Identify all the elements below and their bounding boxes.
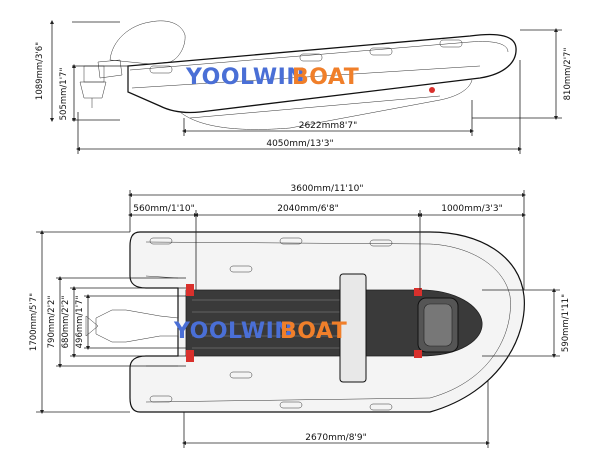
logo-part2: BOAT [292, 65, 359, 90]
brand-logo-side: YOOLWIN BOAT [185, 65, 359, 90]
inner-width-496-label: 496mm/1'7" [75, 296, 85, 349]
rear-section-label: 560mm/1'10" [133, 204, 195, 214]
side-view: YOOLWIN BOAT 1089mm/3'6" 505mm/1'7" 810m… [35, 20, 573, 154]
middle-section-label: 2040mm/6'8" [277, 204, 339, 214]
dim-transom-height: 505mm/1'7" [59, 64, 128, 122]
logo-top-part1: YOOLWIN [173, 319, 293, 344]
overall-length-label: 4050mm/13'3" [266, 139, 333, 149]
hull-side [127, 33, 517, 130]
overall-width-label: 1700mm/5'7" [29, 293, 39, 351]
logo-part1: YOOLWIN [185, 65, 305, 90]
dim-top-sections: 560mm/1'10" 2040mm/6'8" 1000mm/3'3" [128, 204, 526, 290]
inner-width-790-label: 790mm/2'2" [47, 296, 57, 349]
dim-top-bow-width: 590mm/1'11" [482, 288, 571, 358]
logo-top-part2: BOAT [280, 319, 347, 344]
dim-top-inner-widths: 790mm/2'2" 680mm/2'2" 496mm/1'7" [47, 276, 186, 368]
dim-top-overall-width: 1700mm/5'7" [29, 230, 130, 414]
floor-top-view [185, 273, 483, 383]
transom-height-label: 505mm/1'7" [59, 68, 69, 121]
front-section-label: 1000mm/3'3" [441, 204, 503, 214]
dim-overall-length: 4050mm/13'3" [76, 60, 522, 154]
tube-height-label: 810mm/2'7" [563, 48, 573, 101]
overall-height-label: 1089mm/3'6" [35, 42, 45, 100]
dim-tube-height: 810mm/2'7" [472, 28, 573, 120]
top-overall-length-label: 3600mm/11'10" [291, 184, 364, 194]
dim-top-floor-length: 2670mm/8'9" [182, 380, 490, 448]
hull-length-label: 2622mm8'7" [299, 121, 358, 131]
outboard-motor-side [79, 20, 186, 108]
inner-width-680-label: 680mm/2'2" [61, 296, 71, 349]
tube-handles [149, 237, 393, 411]
floor-length-label: 2670mm/8'9" [305, 433, 367, 443]
bow-width-label: 590mm/1'11" [561, 294, 571, 352]
dim-top-overall-length: 3600mm/11'10" [128, 184, 526, 290]
top-view: YOOLWIN BOAT 3600mm/11'10" 560mm/1'10" 2… [29, 184, 571, 448]
outboard-motor-top [85, 309, 179, 343]
brand-logo-top: YOOLWIN BOAT [173, 319, 347, 344]
dim-overall-height: 1089mm/3'6" [35, 20, 120, 122]
dim-hull-length: 2622mm8'7" [182, 100, 474, 136]
